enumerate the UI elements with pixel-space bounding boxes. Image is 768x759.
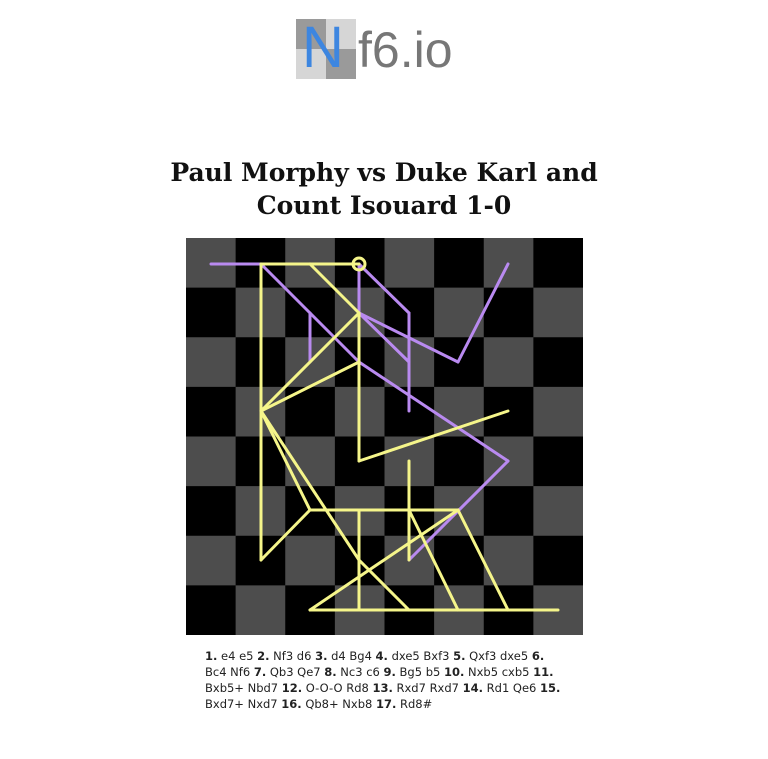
move-path-segment [259,360,361,413]
move-path-segment [308,262,361,315]
move-text: Qb3 Qe7 [266,665,325,679]
move-path-segment [407,508,460,612]
move-text: dxe5 Bxf3 [387,649,454,663]
move-path-segment [357,360,510,463]
move-number: 13. [372,681,393,695]
move-text: Bc4 Nf6 [205,665,254,679]
board-square [483,337,534,388]
move-number: 4. [375,649,388,663]
move-number: 1. [205,649,218,663]
move-text: d4 Bg4 [327,649,376,663]
move-path-segment [357,311,460,364]
logo-square [326,49,356,79]
logo-square [296,19,326,49]
board-square [186,535,237,586]
logo-square [296,49,326,79]
board-square [235,585,286,635]
move-number: 2. [257,649,270,663]
move-list: 1. e4 e5 2. Nf3 d6 3. d4 Bg4 4. dxe5 Bxf… [205,648,565,712]
board-square [186,486,237,537]
move-text: Qxf3 dxe5 [465,649,532,663]
move-number: 14. [462,681,484,695]
move-number: 15. [540,681,561,695]
move-text: Rd1 Qe6 [483,681,541,695]
move-path-segment [259,311,361,413]
move-path-segment [357,409,510,463]
board-square [186,337,237,388]
board-square [434,436,485,487]
move-number: 16. [281,697,302,711]
move-number: 3. [315,649,328,663]
move-number: 17. [375,697,397,711]
move-path-segment [259,409,361,562]
move-number: 6. [531,649,545,663]
move-text: Nxb5 cxb5 [464,665,534,679]
board-square [186,436,237,487]
move-text: Rd8# [396,697,433,711]
move-path-segment [456,262,510,364]
board-square [434,287,485,338]
board-square [186,585,237,635]
move-number: 7. [253,665,267,679]
move-text: Qb8+ Nxb8 [301,697,376,711]
move-number: 8. [324,665,337,679]
move-number: 11. [533,665,554,679]
logo-square [326,19,356,49]
move-text: Bxd7+ Nxd7 [205,697,282,711]
mate-square-marker [351,256,367,272]
move-path-segment [259,409,312,512]
chess-board-path-art [186,238,583,635]
board-square [533,287,583,338]
move-text: Rxd7 Rxd7 [392,681,463,695]
move-text: Bxb5+ Nbd7 [205,681,282,695]
move-path-segment [357,558,411,612]
board-square [483,486,534,537]
board-square [186,287,237,338]
move-path-segment [357,311,411,364]
move-number: 9. [383,665,396,679]
move-path-segment [259,508,312,562]
game-title: Paul Morphy vs Duke Karl and Count Isoua… [170,158,598,220]
logo-letter: N [302,15,344,80]
board-square [533,535,583,586]
move-text: Bg5 b5 [395,665,444,679]
board-square [285,535,336,586]
move-path-segment [308,508,460,612]
nf6-logo[interactable]: N f6.io [296,15,476,85]
move-text: Nc3 c6 [336,665,384,679]
board-square [533,486,583,537]
board-square [384,238,435,289]
board-square [186,386,237,437]
board-square [533,436,583,487]
logo-text: f6.io [358,22,453,78]
move-path-segment [357,262,411,315]
move-number: 12. [281,681,303,695]
move-path-segment [456,508,510,612]
board-square [434,238,485,289]
move-text: O-O-O Rd8 [302,681,373,695]
move-number: 5. [453,649,466,663]
move-text: e4 e5 [217,649,258,663]
move-path-segment [259,262,361,364]
move-number: 10. [443,665,465,679]
board-square [533,337,583,388]
move-text: Nf3 d6 [269,649,316,663]
board-square [533,386,583,437]
board-square [533,238,583,289]
